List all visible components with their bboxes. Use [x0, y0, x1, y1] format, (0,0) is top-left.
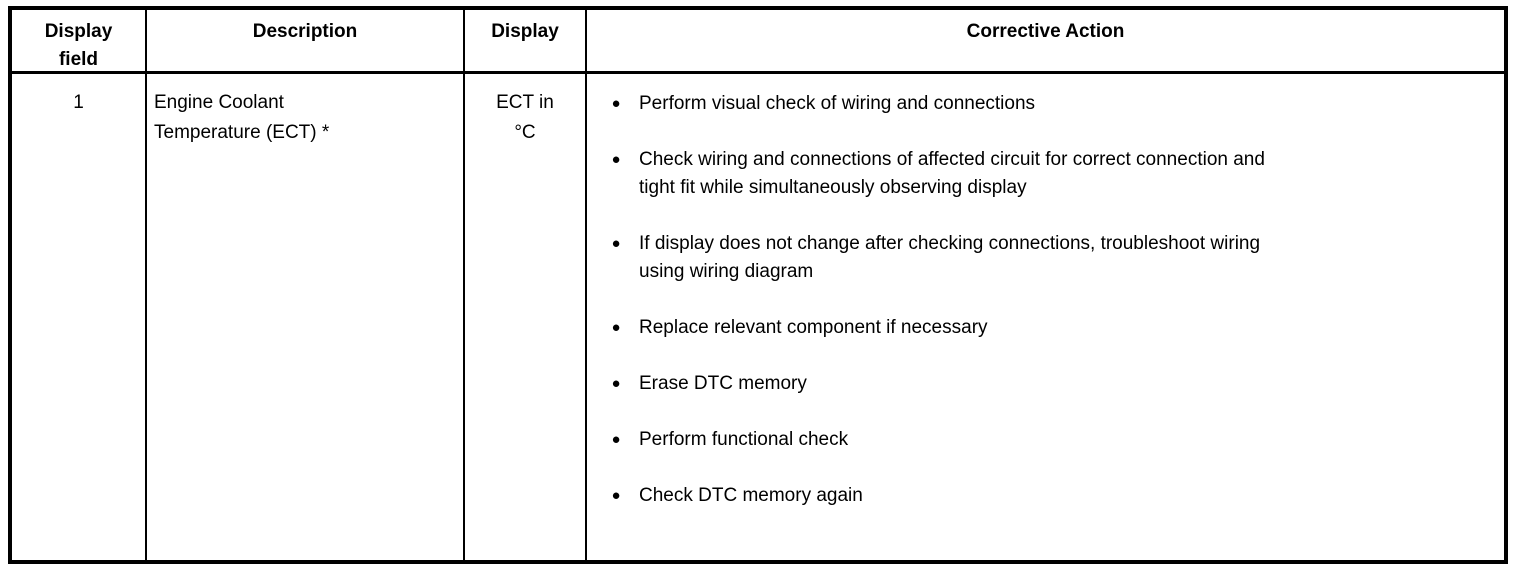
- display-field-value: 1: [73, 92, 84, 113]
- header-display-field-line2: field: [58, 49, 99, 70]
- corrective-action-text: Check wiring and connections of affected…: [639, 149, 1265, 198]
- corrective-action-item: ● Check DTC memory again: [609, 482, 1494, 510]
- header-description-label: Description: [252, 21, 358, 42]
- description-line2: Temperature (ECT) *: [154, 122, 330, 143]
- bullet-icon: ●: [611, 151, 621, 168]
- cell-display-field: 1: [12, 74, 147, 560]
- display-line2: °C: [514, 122, 536, 143]
- header-corrective-action-label: Corrective Action: [966, 21, 1125, 42]
- cell-corrective-action: ● Perform visual check of wiring and conn…: [587, 74, 1504, 560]
- table-header-row: Display field Description Display Correc…: [12, 10, 1504, 74]
- bullet-icon: ●: [611, 95, 621, 112]
- bullet-icon: ●: [611, 375, 621, 392]
- corrective-action-text: If display does not change after checkin…: [639, 233, 1261, 282]
- cell-description: Engine Coolant Temperature (ECT) *: [147, 74, 465, 560]
- corrective-action-item: ● Check wiring and connections of affecte…: [609, 146, 1494, 202]
- corrective-action-table: Display field Description Display Correc…: [8, 6, 1508, 564]
- corrective-action-text: Check DTC memory again: [639, 485, 863, 506]
- header-display-field: Display field: [12, 10, 147, 71]
- corrective-action-item: ● Replace relevant component if necessary: [609, 314, 1494, 342]
- corrective-action-item: ● Perform visual check of wiring and conn…: [609, 90, 1494, 118]
- corrective-action-item: ● Perform functional check: [609, 426, 1494, 454]
- header-display-field-line1: Display: [44, 21, 113, 42]
- corrective-action-text: Perform visual check of wiring and conne…: [639, 93, 1036, 114]
- bullet-icon: ●: [611, 235, 621, 252]
- display-line1: ECT in: [496, 92, 554, 113]
- corrective-action-list: ● Perform visual check of wiring and conn…: [609, 90, 1494, 538]
- header-description: Description: [147, 10, 465, 71]
- corrective-action-item: ● Erase DTC memory: [609, 370, 1494, 398]
- cell-display: ECT in °C: [465, 74, 587, 560]
- corrective-action-text: Erase DTC memory: [639, 373, 807, 394]
- bullet-icon: ●: [611, 431, 621, 448]
- table-row: 1 Engine Coolant Temperature (ECT) * ECT…: [12, 74, 1504, 560]
- bullet-icon: ●: [611, 319, 621, 336]
- header-display: Display: [465, 10, 587, 71]
- header-corrective-action: Corrective Action: [587, 10, 1504, 71]
- bullet-icon: ●: [611, 487, 621, 504]
- corrective-action-text: Perform functional check: [639, 429, 849, 450]
- corrective-action-text: Replace relevant component if necessary: [639, 317, 988, 338]
- description-line1: Engine Coolant: [154, 92, 284, 113]
- corrective-action-item: ● If display does not change after checki…: [609, 230, 1494, 286]
- header-display-label: Display: [491, 21, 559, 42]
